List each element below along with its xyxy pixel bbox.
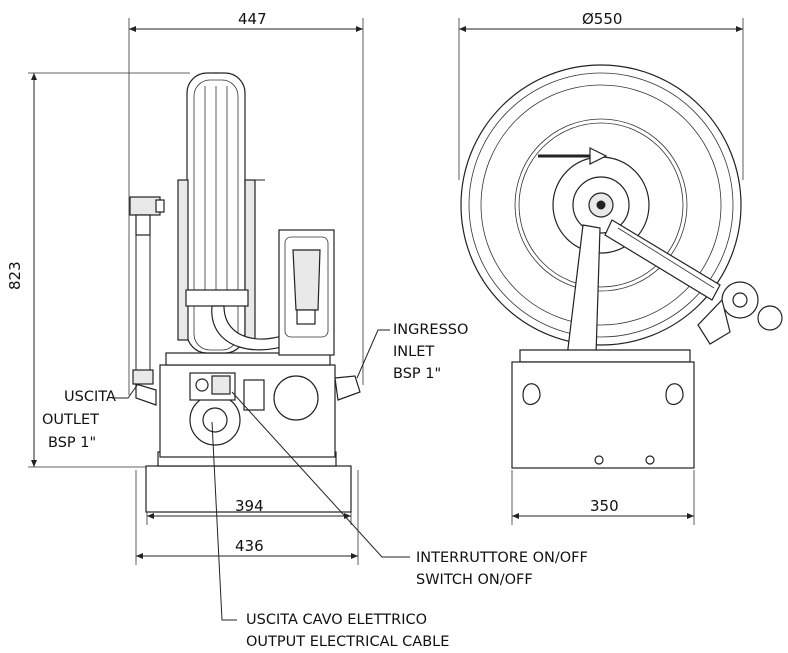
switch-box — [211, 375, 231, 395]
dim-394: 394 — [235, 497, 264, 515]
reel-drum-side — [177, 72, 265, 354]
switch-label: INTERRUTTORE ON/OFF SWITCH ON/OFF — [416, 550, 588, 588]
swivel-elbow — [129, 196, 165, 406]
svg-text:USCITA CAVO ELETTRICO: USCITA CAVO ELETTRICO — [246, 612, 427, 628]
svg-text:USCITA: USCITA — [64, 389, 116, 405]
base-plate — [145, 465, 352, 513]
front-base-box — [511, 361, 695, 469]
round-housing — [273, 375, 319, 421]
dim-550: Ø550 — [582, 10, 622, 28]
guide-arm — [604, 219, 721, 301]
svg-text:OUTLET: OUTLET — [42, 412, 99, 428]
svg-text:BSP 1": BSP 1" — [393, 366, 441, 382]
svg-text:INTERRUTTORE ON/OFF: INTERRUTTORE ON/OFF — [416, 550, 588, 566]
svg-text:OUTPUT ELECTRICAL CABLE: OUTPUT ELECTRICAL CABLE — [246, 634, 449, 650]
inlet-fitting — [334, 375, 361, 401]
svg-text:INLET: INLET — [393, 344, 434, 360]
outlet-label: USCITA OUTLET BSP 1" — [42, 389, 116, 451]
side-view — [28, 18, 364, 565]
svg-text:BSP 1": BSP 1" — [48, 435, 96, 451]
dim-436: 436 — [235, 537, 264, 555]
cable-label: USCITA CAVO ELETTRICO OUTPUT ELECTRICAL … — [246, 612, 449, 650]
inlet-label: INGRESSO INLET BSP 1" — [393, 322, 468, 382]
motor-unit — [278, 229, 335, 356]
leader-lines — [112, 329, 410, 621]
front-view — [458, 18, 783, 525]
svg-text:INGRESSO: INGRESSO — [393, 322, 468, 338]
svg-text:SWITCH ON/OFF: SWITCH ON/OFF — [416, 572, 533, 588]
dim-350: 350 — [590, 497, 619, 515]
roller-guide — [697, 281, 783, 345]
dim-823: 823 — [6, 261, 24, 290]
dim-447: 447 — [238, 10, 267, 28]
reel-disc-front — [460, 64, 742, 346]
